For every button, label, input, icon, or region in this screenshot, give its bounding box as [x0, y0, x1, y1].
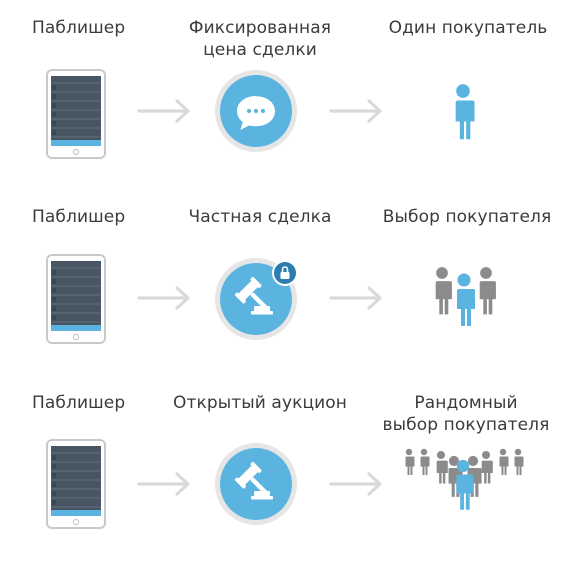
small-group-icon [433, 267, 496, 326]
row2-deal-label: Частная сделка [188, 207, 332, 227]
row3-deal-label: Открытый аукцион [172, 393, 348, 413]
crowd-icon [404, 448, 524, 510]
row3-arrow-2 [329, 472, 382, 496]
row3-publisher-label: Паблишер [32, 393, 126, 413]
row2-publisher-label: Паблишер [32, 207, 126, 227]
row2-buyer-label: Выбор покупателя [382, 207, 552, 227]
row1-tablet-icon [46, 69, 106, 159]
row1-publisher-label: Паблишер [32, 18, 126, 38]
auction-gavel-icon [215, 443, 297, 525]
row3-buyer-label-line1: Рандомный [414, 393, 518, 413]
row1-deal-label-line1: Фиксированная [188, 18, 332, 38]
row2-tablet-icon [46, 254, 106, 344]
single-person-icon [453, 84, 475, 140]
auction-gavel-lock-icon [215, 258, 298, 340]
row1-arrow-1 [137, 99, 190, 123]
row1-buyer-label: Один покупатель [388, 18, 548, 38]
row3-arrow-1 [137, 472, 190, 496]
row3-buyer-label-line2: выбор покупателя [382, 415, 550, 435]
row3-tablet-icon [46, 439, 106, 529]
row1-arrow-2 [329, 99, 382, 123]
row1-deal-label-line2: цена сделки [203, 40, 317, 60]
row2-arrow-2 [329, 286, 382, 310]
row2-arrow-1 [137, 286, 190, 310]
chat-bubble-icon [215, 70, 297, 152]
